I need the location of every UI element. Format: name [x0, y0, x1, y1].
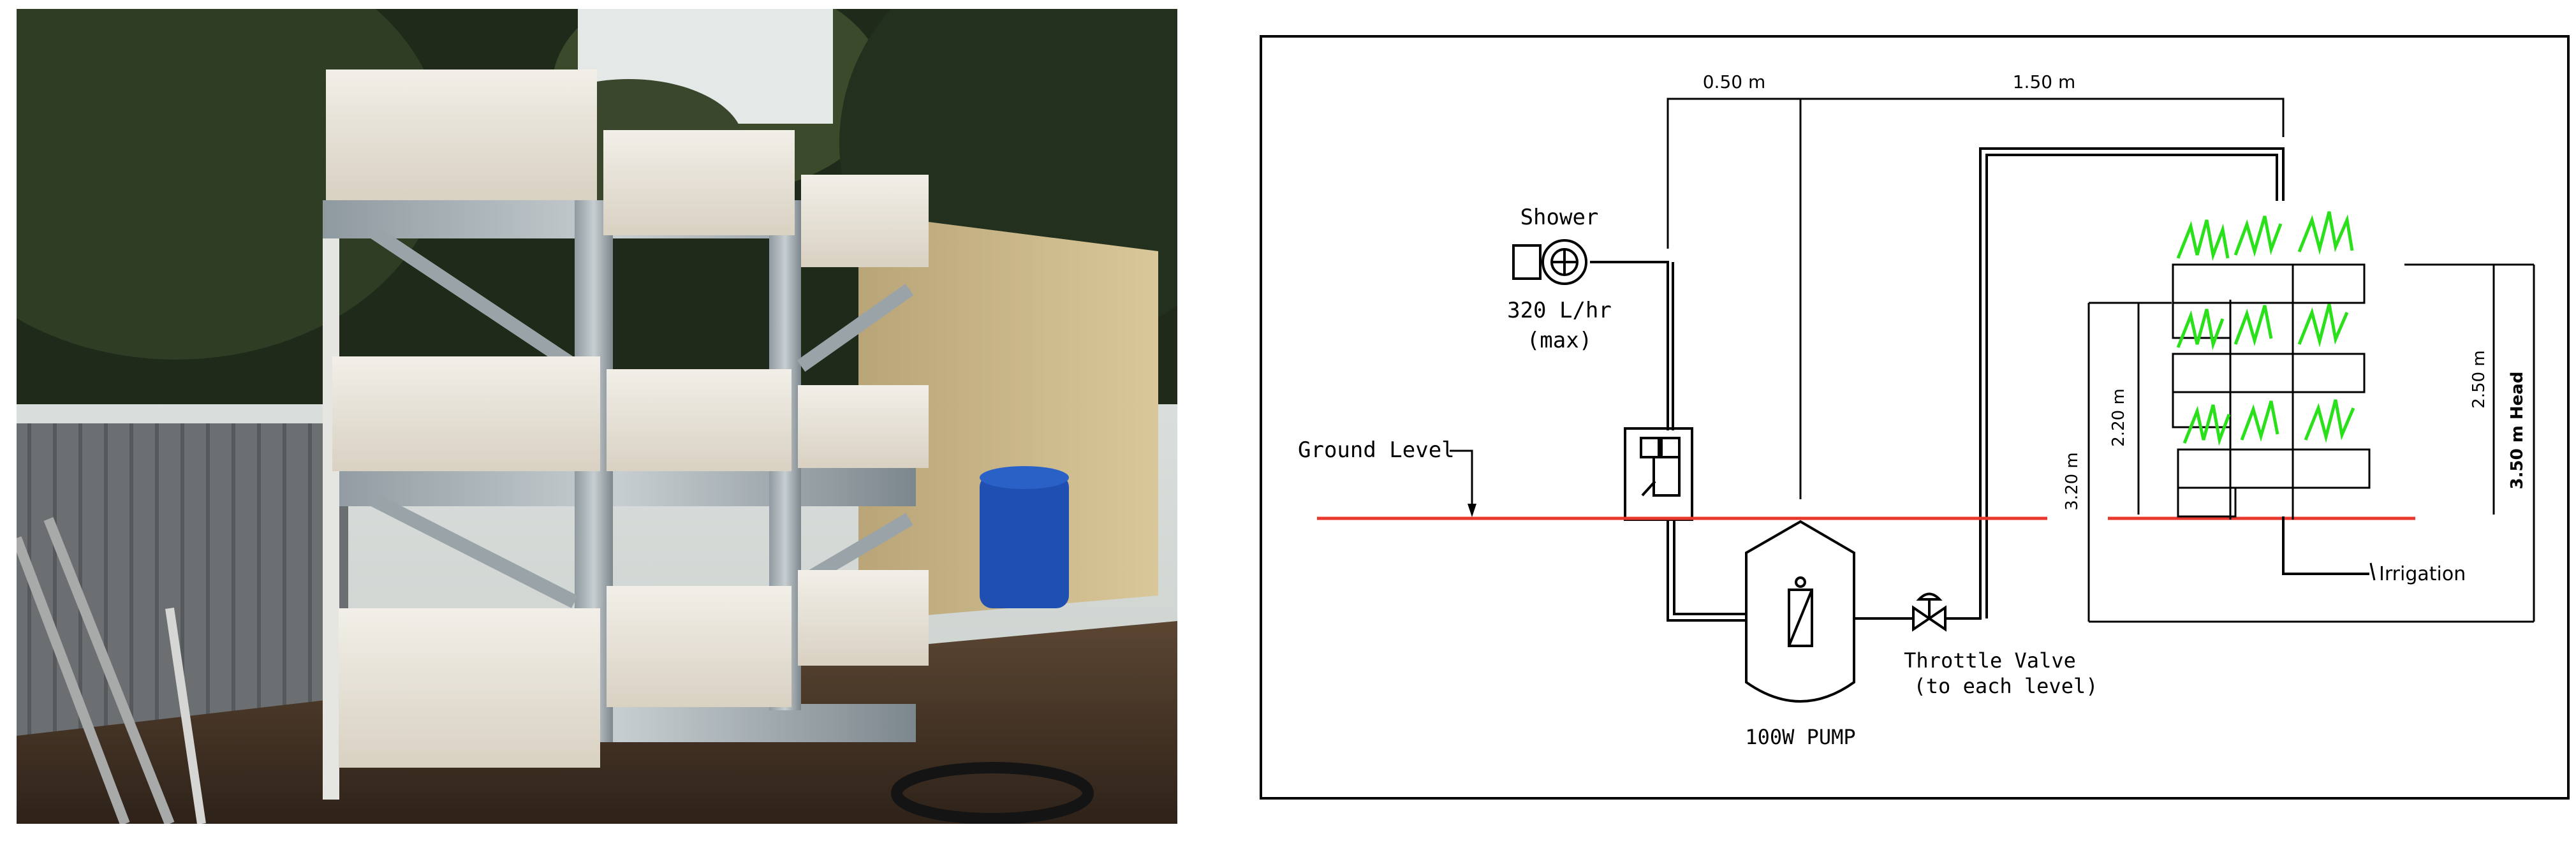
- height-250-label: 2.50 m: [2469, 350, 2489, 408]
- irrigation-label: Irrigation: [2379, 563, 2466, 585]
- white-pipe: [323, 238, 339, 800]
- ground-arrowhead-icon: [1468, 504, 1476, 517]
- flow-rate-label: 320 L/hr: [1507, 298, 1612, 323]
- valve-label: Throttle Valve: [1904, 648, 2076, 673]
- valve-note-label: (to each level): [1914, 674, 2098, 698]
- height-220-label: 2.20 m: [2109, 388, 2128, 446]
- plant-icons: [2176, 211, 2355, 446]
- schematic-svg: 0.50 m 1.50 m Shower 320 L/hr (max) Grou…: [1260, 35, 2570, 800]
- ladder: [11, 517, 175, 826]
- black-hose: [891, 762, 1094, 824]
- height-320-label: 3.20 m: [2063, 452, 2082, 510]
- garden-wall: [858, 213, 1158, 621]
- planter-boxes: [326, 69, 929, 768]
- ground-level-pointer: [1450, 450, 1473, 510]
- planter-rack-photo: [0, 0, 1260, 826]
- planter-stack: [2172, 263, 2371, 520]
- irrigation-pointer: [2369, 562, 2376, 581]
- flow-note-label: (max): [1527, 328, 1592, 353]
- pump-label: 100W PUMP: [1745, 725, 1855, 749]
- shower-label: Shower: [1520, 205, 1599, 230]
- throttle-valve-icon: [1912, 592, 1947, 632]
- dim-left-label: 0.50 m: [1703, 71, 1766, 92]
- steel-shelf-middle: [323, 468, 916, 506]
- blue-barrel: [980, 474, 1069, 608]
- pipework: [1590, 147, 2285, 622]
- dim-right-label: 1.50 m: [2013, 71, 2076, 92]
- pump-icon: [1745, 520, 1855, 703]
- shower-icon: [1512, 239, 1587, 285]
- photo-illustration: [0, 0, 1260, 826]
- ground-level-label: Ground Level: [1298, 437, 1455, 463]
- height-dimension-lines: [2087, 263, 2535, 623]
- head-label: 3.50 m Head: [2508, 372, 2527, 490]
- top-dimension-lines: [1667, 98, 2285, 499]
- irrigation-schematic: 0.50 m 1.50 m Shower 320 L/hr (max) Grou…: [1260, 35, 2570, 801]
- irrigation-pipe: [2282, 516, 2369, 575]
